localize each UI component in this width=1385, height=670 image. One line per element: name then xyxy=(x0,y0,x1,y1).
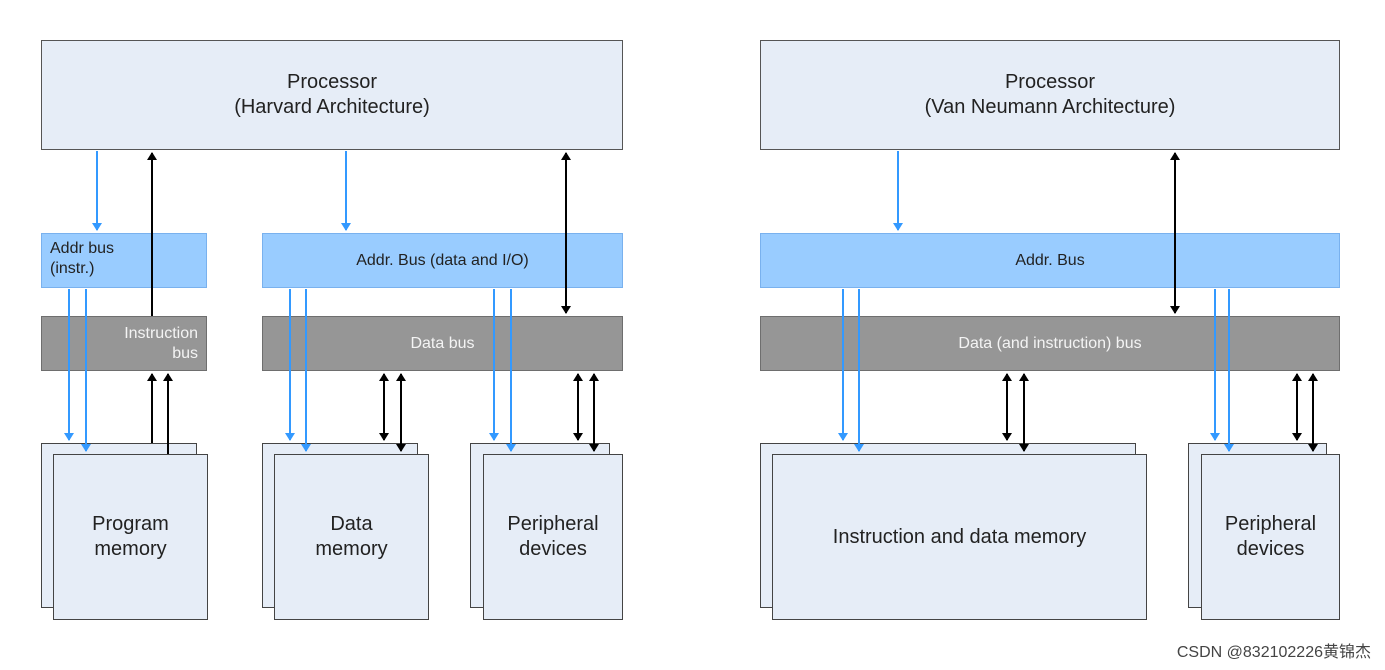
vn-processor-box: Processor (Van Neumann Architecture) xyxy=(760,40,1340,150)
harvard-data-bus: Data bus xyxy=(262,316,623,371)
vn-processor-label: Processor (Van Neumann Architecture) xyxy=(924,71,1176,118)
vn-data-bus: Data (and instruction) bus xyxy=(760,316,1340,371)
harvard-instr-addr-bus-label: Addr bus (instr.) xyxy=(50,240,115,277)
harvard-peripheral-label: Peripheral devices xyxy=(507,513,599,560)
harvard-data-bus-label: Data bus xyxy=(410,334,475,352)
harvard-instruction-bus-label: Instruction bus xyxy=(124,324,198,362)
data-arrows xyxy=(147,152,1318,454)
harvard-processor-box: Processor (Harvard Architecture) xyxy=(41,40,623,150)
vn-peripheral-box: Peripheral devices xyxy=(1201,454,1340,620)
harvard-instr-addr-bus: Addr bus (instr.) xyxy=(41,233,207,288)
watermark: CSDN @832102226黄锦杰 xyxy=(1176,644,1371,661)
harvard-peripheral-box: Peripheral devices xyxy=(483,454,623,620)
data-memory-label: Data memory xyxy=(315,513,388,560)
address-arrows xyxy=(64,151,1234,452)
vn-memory-label: Instruction and data memory xyxy=(832,525,1087,548)
harvard-processor-label: Processor (Harvard Architecture) xyxy=(234,71,430,118)
vn-addr-bus: Addr. Bus xyxy=(760,233,1340,288)
vn-memory-box: Instruction and data memory xyxy=(772,454,1147,620)
data-memory-box: Data memory xyxy=(274,454,429,620)
program-memory-label: Program memory xyxy=(92,513,169,560)
vn-data-bus-label: Data (and instruction) bus xyxy=(958,334,1142,352)
vn-addr-bus-label: Addr. Bus xyxy=(1015,251,1085,269)
vn-peripheral-label: Peripheral devices xyxy=(1224,513,1317,560)
program-memory-box: Program memory xyxy=(53,454,208,620)
harvard-data-addr-bus-label: Addr. Bus (data and I/O) xyxy=(356,251,529,269)
